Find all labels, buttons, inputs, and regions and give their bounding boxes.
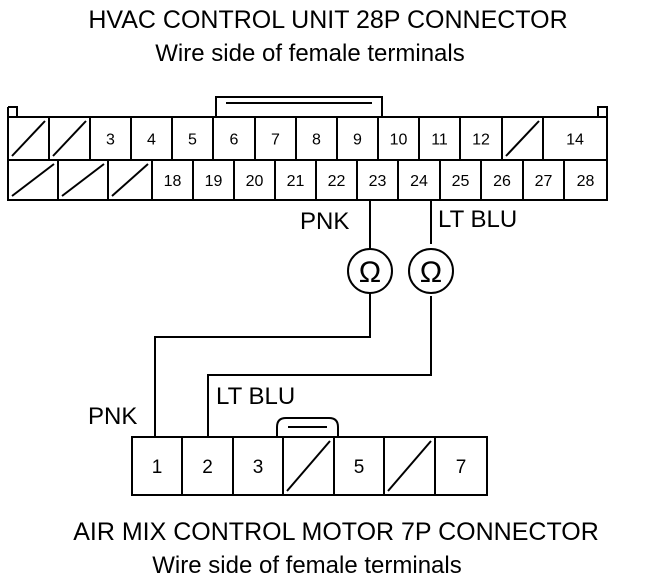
terminal-number: 23 [369, 173, 387, 190]
terminal-number: 14 [566, 132, 584, 149]
terminal-number: 20 [246, 173, 264, 190]
terminal-number: 12 [472, 132, 490, 149]
terminal-number: 19 [205, 173, 223, 190]
unused-terminal-slash [11, 120, 46, 157]
terminal-cell: 22 [315, 159, 358, 201]
terminal-cell: 23 [356, 159, 399, 201]
terminal-cell: 7 [434, 436, 488, 496]
terminal-cell [107, 159, 153, 201]
terminal-cell: 28 [563, 159, 608, 201]
terminal-number: 11 [431, 132, 448, 149]
terminal-cell: 3 [232, 436, 284, 496]
terminal-number: 18 [164, 173, 182, 190]
ohmmeter-right: Ω [408, 248, 454, 294]
terminal-cell: 8 [295, 116, 338, 161]
terminal-cell: 2 [181, 436, 234, 496]
ohmmeter-left: Ω [347, 248, 393, 294]
terminal-number: 1 [152, 457, 163, 478]
terminal-number: 9 [353, 132, 362, 149]
top-connector-row-1: 3 4 5 6 7 8 9 10 11 12 14 [7, 116, 608, 161]
terminal-number: 4 [147, 132, 156, 149]
wire-label-ltblu-bottom: LT BLU [216, 383, 295, 410]
terminal-number: 8 [312, 132, 321, 149]
terminal-number: 2 [202, 457, 213, 478]
terminal-cell [57, 159, 109, 201]
terminal-number: 5 [188, 132, 197, 149]
terminal-cell: 5 [171, 116, 214, 161]
terminal-cell: 7 [254, 116, 297, 161]
unused-terminal-slash [387, 440, 432, 492]
terminal-cell: 11 [418, 116, 461, 161]
terminal-cell: 14 [542, 116, 608, 161]
top-connector-outline [7, 106, 608, 201]
terminal-cell: 20 [233, 159, 276, 201]
terminal-number: 5 [354, 457, 365, 478]
terminal-cell [501, 116, 544, 161]
terminal-cell: 9 [336, 116, 379, 161]
terminal-cell [7, 116, 50, 161]
bottom-connector-subtitle: Wire side of female terminals [152, 552, 461, 579]
terminal-cell: 6 [212, 116, 256, 161]
wire-label-ltblu-top: LT BLU [438, 206, 517, 233]
top-connector-title: HVAC CONTROL UNIT 28P CONNECTOR [88, 6, 567, 34]
terminal-number: 3 [106, 132, 115, 149]
terminal-cell: 26 [480, 159, 524, 201]
terminal-cell [7, 159, 59, 201]
terminal-cell: 27 [522, 159, 565, 201]
terminal-cell: 3 [89, 116, 132, 161]
ohm-symbol: Ω [359, 256, 381, 289]
terminal-cell: 5 [333, 436, 385, 496]
unused-terminal-slash [11, 163, 55, 197]
ohmmeter-icon [347, 248, 393, 294]
bottom-connector-pins: 1 2 3 5 7 [131, 436, 488, 496]
wires [154, 200, 432, 437]
top-connector-subtitle: Wire side of female terminals [155, 40, 464, 67]
wire-label-pnk-bottom: PNK [88, 403, 137, 430]
unused-terminal-slash [505, 120, 540, 157]
terminal-cell [383, 436, 436, 496]
ohm-symbol: Ω [420, 256, 442, 289]
terminal-number: 25 [452, 173, 470, 190]
bottom-connector [131, 417, 488, 496]
terminal-number: 26 [493, 173, 511, 190]
ohmmeter-icon [408, 248, 454, 294]
wire-ltblu-bottom [207, 296, 432, 437]
terminal-cell: 10 [377, 116, 420, 161]
terminal-number: 21 [287, 173, 305, 190]
unused-terminal-slash [52, 120, 87, 157]
terminal-cell: 4 [130, 116, 173, 161]
unused-terminal-slash [111, 163, 149, 197]
terminal-cell: 19 [192, 159, 235, 201]
terminal-cell: 12 [459, 116, 503, 161]
unused-terminal-slash [61, 163, 105, 197]
terminal-number: 27 [535, 173, 553, 190]
terminal-number: 7 [456, 457, 467, 478]
terminal-cell [48, 116, 91, 161]
terminal-cell: 21 [274, 159, 317, 201]
wire-label-pnk-top: PNK [300, 208, 349, 235]
terminal-number: 10 [390, 132, 408, 149]
terminal-cell: 1 [131, 436, 183, 496]
terminal-number: 24 [410, 173, 428, 190]
terminal-cell: 18 [151, 159, 194, 201]
terminal-number: 22 [328, 173, 346, 190]
top-connector-row-2: 18 19 20 21 22 23 24 25 26 27 28 [7, 159, 608, 201]
terminal-cell: 24 [397, 159, 441, 201]
terminal-cell: 25 [439, 159, 482, 201]
terminal-number: 7 [271, 132, 280, 149]
terminal-number: 3 [253, 457, 264, 478]
terminal-number: 28 [577, 173, 595, 190]
unused-terminal-slash [286, 440, 331, 492]
bottom-connector-title: AIR MIX CONTROL MOTOR 7P CONNECTOR [73, 518, 599, 546]
wire-pnk-bottom [154, 292, 371, 437]
top-connector-latch [215, 96, 383, 118]
top-connector [7, 96, 608, 201]
terminal-cell [282, 436, 335, 496]
terminal-number: 6 [230, 132, 239, 149]
